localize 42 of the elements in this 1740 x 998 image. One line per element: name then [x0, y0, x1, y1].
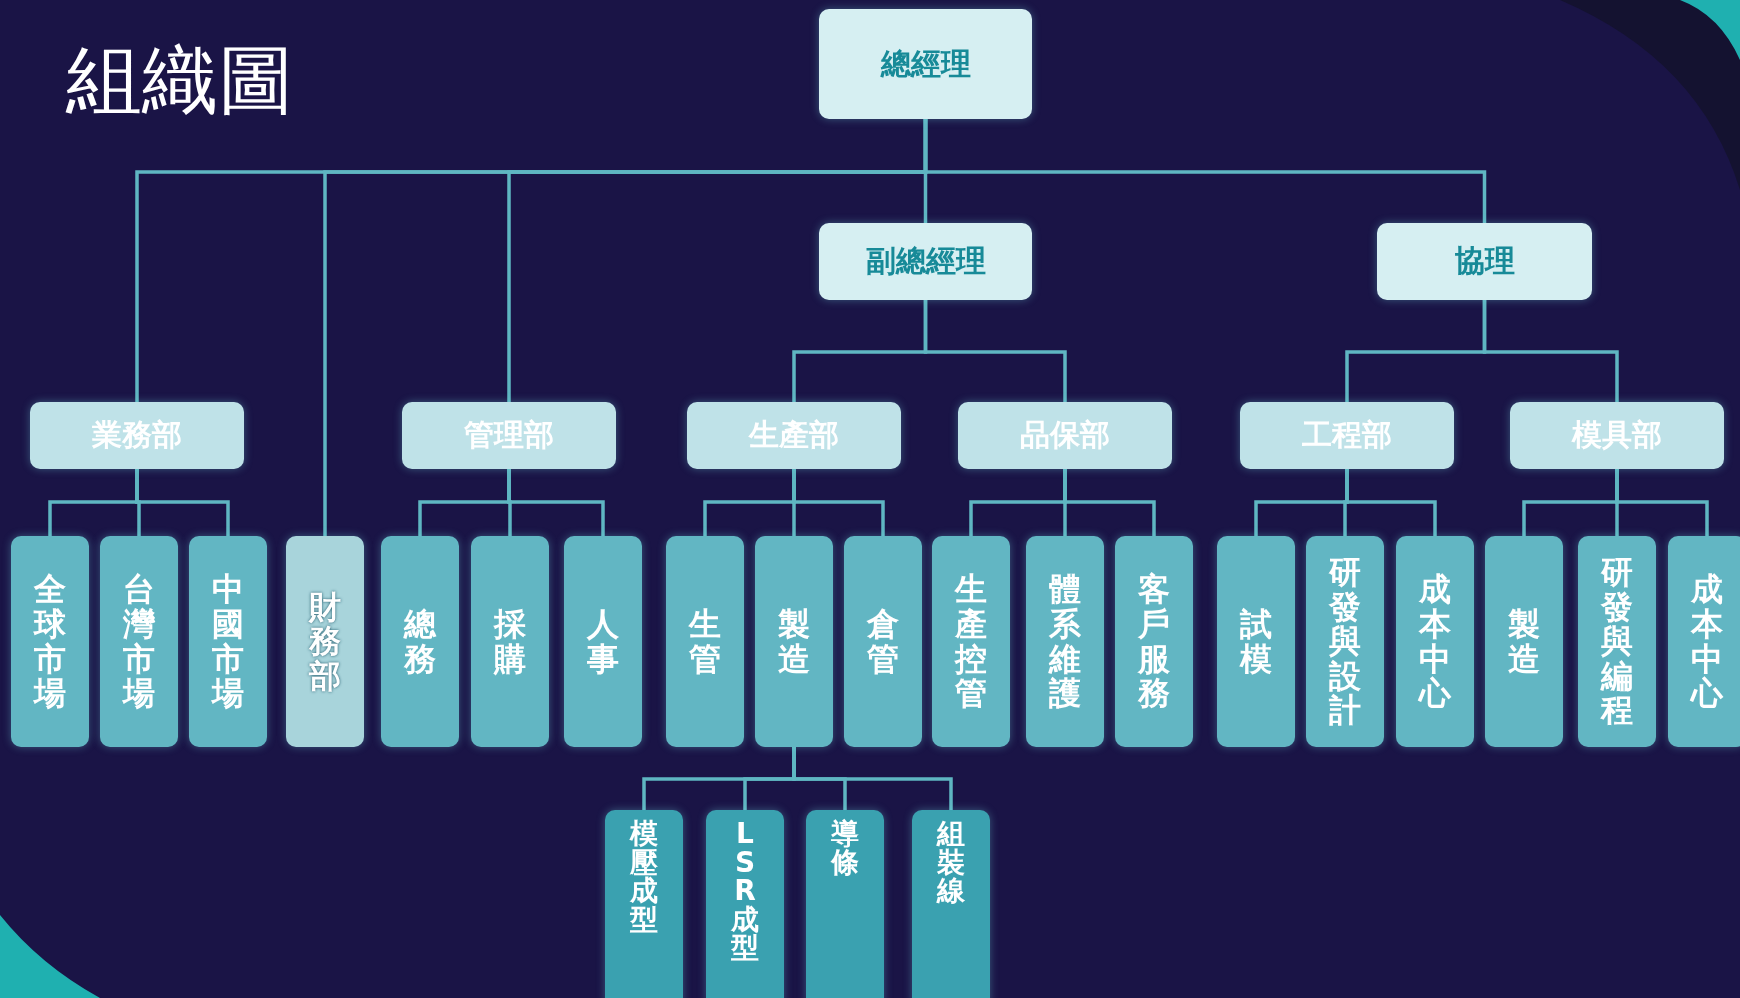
org-box: 財務部 — [286, 536, 364, 747]
org-box: 協理 — [1377, 223, 1592, 300]
org-box: 業務部 — [30, 402, 244, 469]
org-box: 管理部 — [402, 402, 616, 469]
org-box: 組裝線 — [912, 810, 990, 998]
connector-line — [1615, 469, 1709, 536]
org-box: 品保部 — [958, 402, 1172, 469]
org-box: 製造 — [755, 536, 833, 747]
connector-line — [507, 469, 605, 536]
org-box: LSR成型 — [706, 810, 784, 998]
org-box: 導條 — [806, 810, 884, 998]
org-box: 工程部 — [1240, 402, 1454, 469]
connector-line — [1482, 300, 1619, 402]
org-box: 總務 — [381, 536, 459, 747]
org-box: 客戶服務 — [1115, 536, 1193, 747]
org-box: 台灣市場 — [100, 536, 178, 747]
org-box: 模具部 — [1510, 402, 1724, 469]
org-box: 生產控管 — [932, 536, 1010, 747]
org-box: 全球市場 — [11, 536, 89, 747]
org-box: 中國市場 — [189, 536, 267, 747]
org-box: 研發與編程 — [1578, 536, 1656, 747]
title: 組織圖 — [66, 34, 294, 126]
connector-line — [323, 119, 928, 536]
org-box: 研發與設計 — [1306, 536, 1384, 747]
org-box: 成本中心 — [1396, 536, 1474, 747]
org-box: 成本中心 — [1668, 536, 1740, 747]
org-box: 生管 — [666, 536, 744, 747]
connector-line — [792, 469, 885, 536]
org-box: 副總經理 — [819, 223, 1032, 300]
connector-line — [1063, 469, 1156, 536]
org-box: 人事 — [564, 536, 642, 747]
org-box: 採購 — [471, 536, 549, 747]
org-box: 倉管 — [844, 536, 922, 747]
org-box: 總經理 — [819, 9, 1032, 119]
connector-line — [135, 469, 230, 536]
connector-line — [1345, 469, 1437, 536]
org-box: 體系維護 — [1026, 536, 1104, 747]
org-box: 模壓成型 — [605, 810, 683, 998]
org-box: 生產部 — [687, 402, 901, 469]
org-box: 試模 — [1217, 536, 1295, 747]
connector-line — [923, 300, 1067, 402]
org-box: 製造 — [1485, 536, 1563, 747]
